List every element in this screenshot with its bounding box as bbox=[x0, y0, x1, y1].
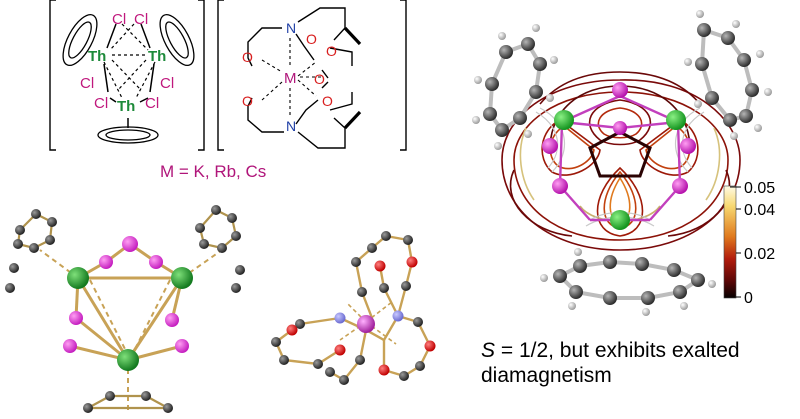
n-label-top: N bbox=[286, 20, 296, 36]
caption-text-1: = 1/2, but exhibits exalted bbox=[495, 339, 740, 362]
cot-ring-bottom bbox=[97, 126, 159, 144]
cot-ring-left bbox=[62, 13, 98, 67]
th-label-left: Th bbox=[88, 48, 106, 65]
cryptand-scheme: N N O O O O O O M bbox=[242, 7, 362, 149]
n-label-bottom: N bbox=[286, 118, 296, 134]
o-label-6: O bbox=[322, 93, 333, 109]
bracket-left bbox=[49, 0, 407, 151]
colorbar-tick-0: 0 bbox=[744, 290, 753, 307]
cl-label-3: Cl bbox=[80, 75, 94, 92]
o-label-2: O bbox=[242, 93, 253, 109]
cl-label-2: Cl bbox=[134, 11, 148, 28]
thorium-cluster-scheme: Th Th Th Cl Cl Cl Cl Cl Cl bbox=[62, 11, 195, 144]
colorbar: 0.05 0.04 0.02 0 bbox=[723, 180, 775, 307]
cot-bottom-3d bbox=[540, 248, 716, 316]
field-molecule bbox=[542, 82, 696, 230]
cot-left-3d bbox=[472, 24, 558, 150]
cl-label-5: Cl bbox=[94, 95, 108, 112]
metal-identity-line: M = K, Rb, Cs bbox=[160, 162, 266, 181]
o-label-5: O bbox=[314, 71, 325, 87]
colorbar-tick-005: 0.05 bbox=[744, 180, 775, 197]
caption-line-1: S = 1/2, but exhibits exalted bbox=[481, 338, 740, 363]
o-label-1: O bbox=[242, 49, 253, 65]
colorbar-tick-004: 0.04 bbox=[744, 202, 775, 219]
colorbar-tick-002: 0.02 bbox=[744, 246, 775, 263]
induced-field-plot: 0.05 0.04 0.02 0 bbox=[472, 10, 775, 316]
th-label-bottom: Th bbox=[117, 98, 135, 115]
cryptand-structure bbox=[271, 231, 436, 385]
cl-label-4: Cl bbox=[160, 75, 174, 92]
o-label-3: O bbox=[306, 31, 317, 47]
cot-right-3d bbox=[684, 10, 772, 140]
chemistry-panel: Th Th Th Cl Cl Cl Cl Cl Cl bbox=[5, 0, 436, 413]
caption: S = 1/2, but exhibits exalted diamagneti… bbox=[481, 338, 740, 388]
colorbar-gradient bbox=[723, 185, 737, 299]
cl-label-1: Cl bbox=[112, 11, 126, 28]
caption-line-2: diamagnetism bbox=[481, 364, 612, 387]
th-label-right: Th bbox=[148, 48, 166, 65]
spin-symbol: S bbox=[481, 339, 496, 362]
thorium-cluster-structure bbox=[5, 205, 245, 413]
cot-ring-right bbox=[159, 13, 195, 67]
o-label-4: O bbox=[326, 43, 337, 59]
metal-label: M bbox=[284, 70, 297, 87]
cl-label-6: Cl bbox=[145, 95, 159, 112]
